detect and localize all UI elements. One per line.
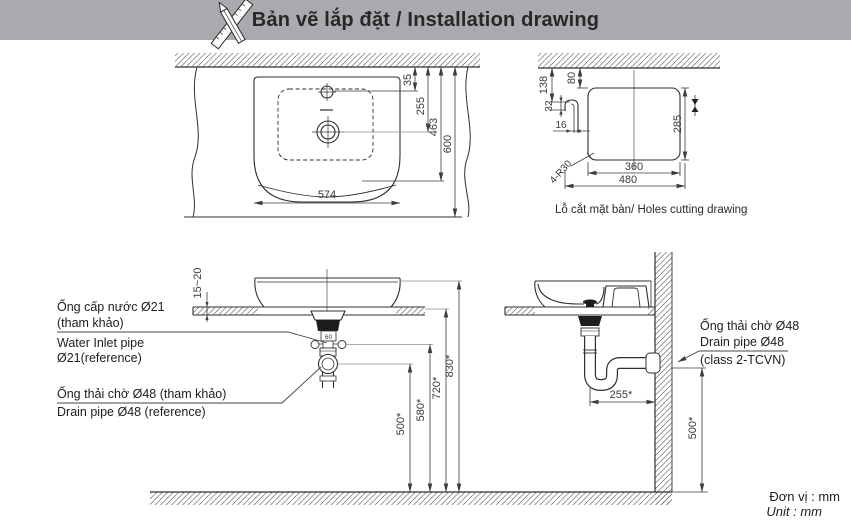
dim-500-left: 500* [395,412,407,435]
dim-35: 35 [402,74,414,86]
label-drain-wall-3: (class 2-TCVN) [700,353,785,367]
dim-463: 463 [428,118,440,136]
dim-574: 574 [318,189,336,201]
side-view-drawing [192,269,425,388]
top-view-dimensions [253,66,458,218]
break-line-left [191,66,199,218]
dim-138: 138 [538,76,550,94]
floor [150,491,672,505]
dim-15-20: 15~20 [192,268,204,299]
dim-285: 285 [672,115,684,133]
label-supply-en-1: Water Inlet pipe [57,336,144,350]
break-line-right [464,66,471,218]
dim-32: 32 [544,100,555,112]
dim-830: 830* [444,354,456,377]
label-drain-wall-2: Drain pipe Ø48 [700,335,784,349]
label-drain-vi: Ống thải chờ Ø48 (tham khảo) [57,386,226,401]
wall-drain-drawing [504,280,661,392]
wall-drain-dimensions [589,367,708,493]
drain-leader-line [57,366,322,404]
p-trap-assembly [578,316,661,392]
dim-255-wall: 255* [610,389,633,401]
holes-cutting-drawing [538,53,720,170]
label-drain-wall-1: Ống thải chờ Ø48 [700,318,799,333]
dim-16: 16 [555,120,567,131]
dim-500-wall: 500* [687,416,699,439]
dim-600: 600 [442,135,454,153]
cut-line-dashed [277,88,374,161]
drafting-pencil-ruler-icon [207,0,257,50]
section-marker [691,95,699,116]
wall-hatch-top-left [175,53,480,67]
dim-360: 360 [625,161,643,173]
dim-480: 480 [619,174,637,186]
page-title: Bản vẽ lắp đặt / Installation drawing [251,9,600,31]
dim-60: 60 [325,334,333,341]
wall-hatch-top-right [538,53,720,68]
edge-profile [564,99,579,133]
faucet-hole [318,83,336,101]
unit-label-en: Unit : mm [766,504,822,519]
label-supply-vi-2: (tham khảo) [57,316,124,330]
drain-hole [312,116,344,148]
holes-cutting-dimensions [549,67,689,189]
side-view-callouts: Ống cấp nước Ø21 (tham khảo) Water Inlet… [57,299,328,419]
basin-cross-section [534,280,652,308]
dim-255: 255 [415,97,427,115]
supply-leader-line [57,331,328,344]
side-view-dimensions [205,280,462,493]
side-wall [654,252,673,505]
dim-4-r30: 4-R30 [548,158,575,186]
drain-assembly [310,310,347,388]
dim-80: 80 [566,72,578,84]
label-drain-en: Drain pipe Ø48 (reference) [57,405,206,419]
wall-drain-leader-line [677,350,788,363]
header-bar: Bản vẽ lắp đặt / Installation drawing [0,0,851,40]
unit-label-vi: Đơn vị : mm [769,489,840,504]
dim-580: 580* [415,398,427,421]
wall-drain-callout: Ống thải chờ Ø48 Drain pipe Ø48 (class 2… [677,318,799,367]
label-supply-en-2: Ø21(reference) [57,351,142,365]
dim-720: 720* [431,376,443,399]
label-supply-vi-1: Ống cấp nước Ø21 [57,299,165,314]
basin-elevation [254,269,401,312]
holes-cutting-caption: Lỗ cắt mặt bàn/ Holes cutting drawing [555,203,747,216]
